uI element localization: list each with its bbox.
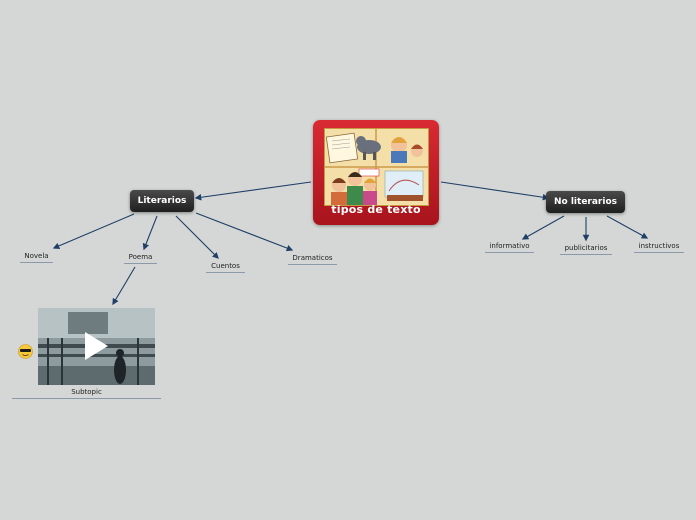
connector-noliterarios-instructivos — [606, 215, 649, 239]
main-topic-literarios[interactable]: Literarios — [130, 190, 194, 212]
connector-central-literarios — [194, 181, 312, 201]
subtopic-novela[interactable]: Novela — [20, 252, 53, 263]
subtopic-poema[interactable]: Poema — [124, 253, 157, 264]
connector-literarios-dramaticos — [195, 212, 294, 252]
main-topic-no-literarios[interactable]: No literarios — [546, 191, 625, 213]
subtopic-informativo[interactable]: informativo — [485, 242, 534, 253]
subtopic-video-caption[interactable]: Subtopic — [12, 388, 161, 399]
video-thumbnail[interactable] — [38, 308, 155, 385]
central-topic[interactable]: tipos de texto — [313, 120, 439, 225]
connector-literarios-poema — [142, 215, 158, 251]
central-topic-title: tipos de texto — [331, 203, 421, 216]
connector-central-noliterarios — [440, 181, 550, 201]
subtopic-dramaticos[interactable]: Dramaticos — [288, 254, 337, 265]
play-icon[interactable] — [85, 332, 108, 360]
connector-literarios-cuentos — [175, 215, 219, 259]
subtopic-instructivos[interactable]: instructivos — [634, 242, 684, 253]
connector-noliterarios-informativo — [521, 215, 565, 240]
cool-face-emoji-icon — [18, 344, 33, 359]
connector-poema-video — [112, 266, 136, 306]
subtopic-cuentos[interactable]: Cuentos — [206, 262, 245, 273]
subtopic-publicitarios[interactable]: publicitarios — [560, 244, 612, 255]
connector-literarios-novela — [52, 213, 135, 249]
children-reading-illustration — [324, 128, 429, 206]
